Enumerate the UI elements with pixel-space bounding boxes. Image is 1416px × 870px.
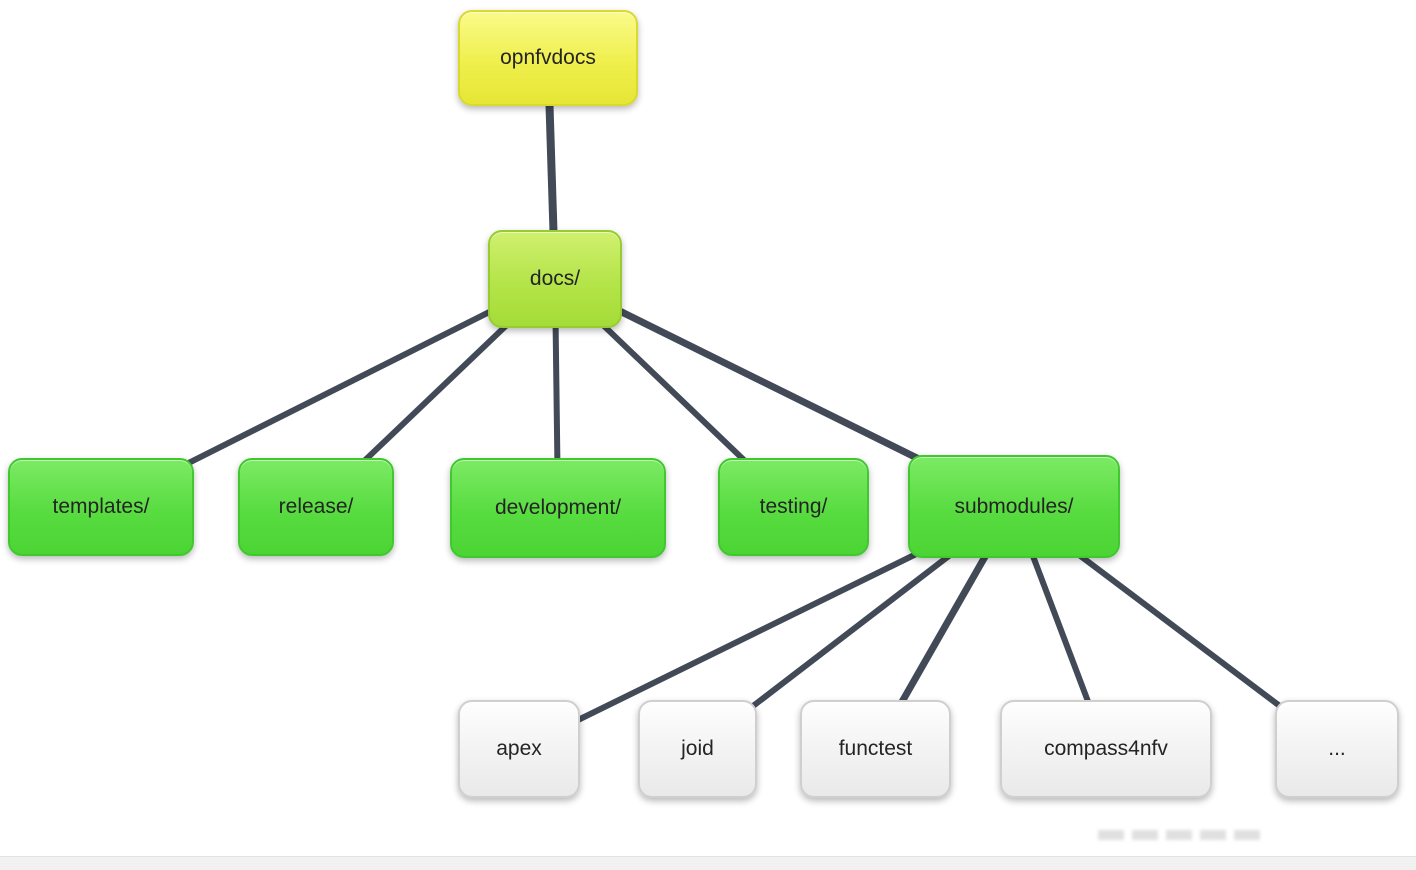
node-more: ... — [1275, 700, 1399, 798]
node-docs-label: docs/ — [529, 267, 581, 290]
node-templates: templates/ — [8, 458, 194, 556]
node-more-label: ... — [1328, 737, 1346, 760]
node-functest: functest — [800, 700, 951, 798]
node-testing-label: testing/ — [759, 495, 828, 518]
node-opnfvdocs: opnfvdocs — [458, 10, 638, 106]
node-submodules-label: submodules/ — [954, 494, 1074, 518]
bottom-bar — [0, 856, 1416, 870]
node-development: development/ — [450, 458, 666, 558]
node-compass4nfv: compass4nfv — [1000, 700, 1212, 798]
node-apex-label: apex — [496, 737, 542, 760]
node-templates-label: templates/ — [52, 495, 150, 518]
node-docs: docs/ — [488, 230, 622, 328]
node-functest-label: functest — [838, 737, 913, 760]
node-release: release/ — [238, 458, 394, 556]
node-apex: apex — [458, 700, 580, 798]
node-submodules: submodules/ — [908, 455, 1120, 558]
node-release-label: release/ — [278, 495, 354, 518]
node-development-label: development/ — [494, 496, 622, 519]
faint-artifact — [1098, 830, 1263, 840]
node-joid-label: joid — [681, 737, 714, 760]
node-compass4nfv-label: compass4nfv — [1044, 737, 1168, 760]
node-opnfvdocs-label: opnfvdocs — [500, 46, 596, 69]
node-testing: testing/ — [718, 458, 869, 556]
node-joid: joid — [638, 700, 757, 798]
